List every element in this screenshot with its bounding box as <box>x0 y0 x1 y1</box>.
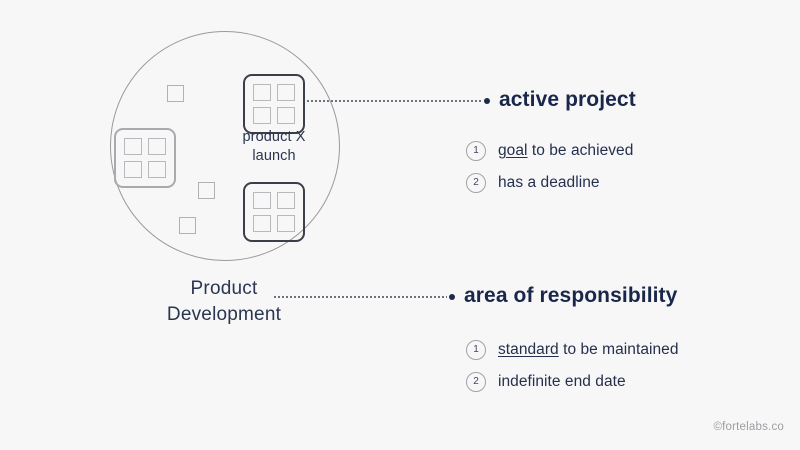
grid-cell <box>253 107 271 124</box>
connector-line-area-of-responsibility <box>273 296 447 298</box>
point-text: standard to be maintained <box>498 341 679 359</box>
point-text: goal to be achieved <box>498 142 633 160</box>
point-row: 1 goal to be achieved <box>466 135 633 167</box>
task-square-3 <box>179 217 196 234</box>
section-title-area-of-responsibility: area of responsibility <box>464 284 678 307</box>
task-square-1 <box>167 85 184 102</box>
points-area-of-responsibility: 1 standard to be maintained 2 indefinite… <box>466 334 679 398</box>
point-number-badge: 2 <box>466 173 486 193</box>
grid-cell <box>148 161 166 178</box>
footer-credit: ©fortelabs.co <box>713 421 784 433</box>
point-number-badge: 1 <box>466 141 486 161</box>
point-rest: indefinite end date <box>498 373 626 390</box>
point-row: 2 has a deadline <box>466 167 633 199</box>
point-number-badge: 1 <box>466 340 486 360</box>
grid-cell <box>148 138 166 155</box>
grid-cell <box>124 138 142 155</box>
point-row: 1 standard to be maintained <box>466 334 679 366</box>
point-keyword: standard <box>498 341 559 358</box>
connector-dot-active-project <box>484 98 490 104</box>
grid-cell <box>277 215 295 232</box>
active-project-box-top[interactable] <box>243 74 305 134</box>
point-rest: has a deadline <box>498 174 600 191</box>
area-of-responsibility-box-bottom[interactable] <box>243 182 305 242</box>
task-square-2 <box>198 182 215 199</box>
grid-cell <box>253 215 271 232</box>
point-rest: to be achieved <box>527 142 634 159</box>
circle-caption: Product Development <box>128 276 320 328</box>
connector-dot-area-of-responsibility <box>449 294 455 300</box>
project-box-caption-line2: launch <box>252 148 296 165</box>
circle-caption-line1: Product <box>190 278 258 299</box>
section-active-project: active project <box>499 88 636 112</box>
grid-cell <box>277 107 295 124</box>
section-area-of-responsibility: area of responsibility <box>464 284 677 308</box>
point-text: has a deadline <box>498 174 600 192</box>
grid-cell <box>277 192 295 209</box>
grid-cell <box>124 161 142 178</box>
point-keyword: goal <box>498 142 528 159</box>
points-active-project: 1 goal to be achieved 2 has a deadline <box>466 135 633 199</box>
connector-line-active-project <box>306 100 482 102</box>
point-rest: to be maintained <box>558 341 679 358</box>
grid-cell <box>277 84 295 101</box>
point-text: indefinite end date <box>498 373 626 391</box>
product-development-circle <box>110 31 340 261</box>
area-of-responsibility-box-left[interactable] <box>114 128 176 188</box>
point-number-badge: 2 <box>466 372 486 392</box>
project-box-caption: product X launch <box>218 128 330 166</box>
section-title-active-project: active project <box>499 88 636 111</box>
grid-cell <box>253 84 271 101</box>
grid-cell <box>253 192 271 209</box>
project-box-caption-line1: product X <box>242 129 306 145</box>
circle-caption-line2: Development <box>166 304 282 326</box>
point-row: 2 indefinite end date <box>466 366 679 398</box>
